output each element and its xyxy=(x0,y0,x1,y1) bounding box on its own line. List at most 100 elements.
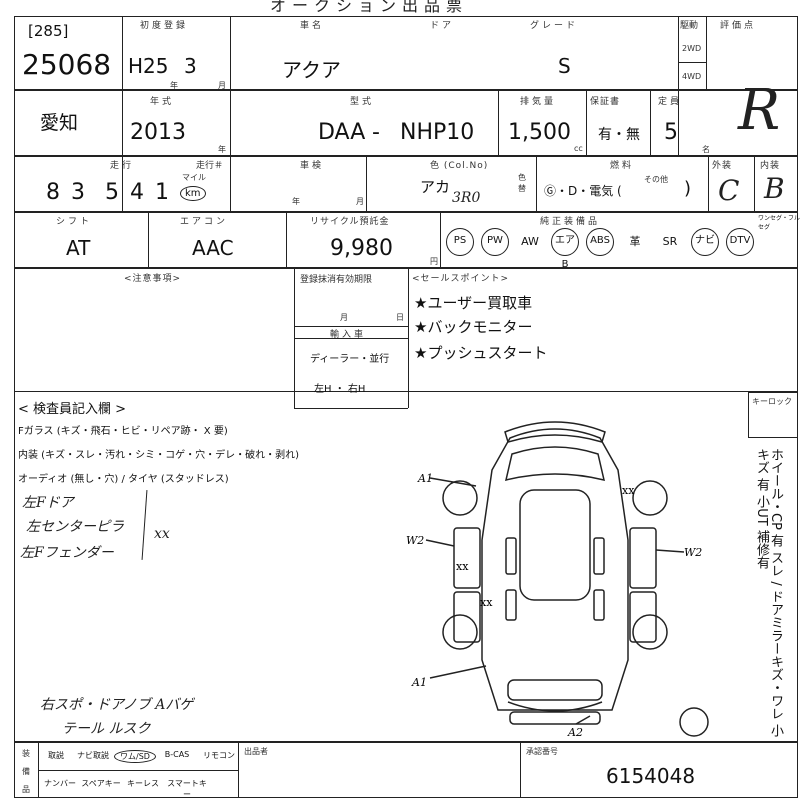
aircon-value: AAC xyxy=(192,236,234,260)
hand-xx: xx xyxy=(154,526,170,542)
mileage-value: 8 3 5 4 1 xyxy=(46,180,171,205)
capacity-unit: 名 xyxy=(702,145,710,154)
car-name: アクア xyxy=(282,58,341,82)
car-name-header: 車名 xyxy=(300,21,325,31)
car-front-bumper xyxy=(504,421,606,443)
equip-pw: PW xyxy=(481,228,509,256)
shift-value: AT xyxy=(66,236,91,260)
displacement-value: 1,500 xyxy=(508,120,571,145)
approval-number: 6154048 xyxy=(606,764,696,788)
exterior-header: 外装 xyxy=(712,161,733,171)
imported-option: ディーラー・並行 xyxy=(310,354,390,365)
mark-w2-left: W2 xyxy=(406,534,424,547)
inspector-header: < 検査員記入欄 > xyxy=(18,402,127,417)
mileage-header: 走行 xyxy=(110,161,135,171)
model-prefix: DAA xyxy=(318,120,366,145)
wheel-front-right xyxy=(632,480,668,516)
row-5 xyxy=(14,268,798,392)
imported-steering: 左H ・ 右H xyxy=(314,384,366,395)
shift-header: シフト xyxy=(56,217,93,227)
footer-item2-3: スマートキー xyxy=(167,779,207,799)
approval-label: 承認番号 xyxy=(526,747,558,756)
mark-xx-2: xx xyxy=(456,560,469,573)
hand-note-2: 左センターピラ xyxy=(26,519,124,535)
footer-item2-0: ナンバー xyxy=(44,779,76,788)
exterior-value: C xyxy=(718,174,740,207)
reg-expiry-header: 登録抹消有効期限 xyxy=(300,275,373,285)
displacement-unit: cc xyxy=(574,144,583,153)
wheel-rear-right xyxy=(632,614,668,650)
notes-header: <注意事項> xyxy=(124,274,182,284)
inspector-line-interior: 内装 (キズ・スレ・汚れ・シミ・コゲ・穴・デレ・破れ・剥れ) xyxy=(18,450,299,461)
region: 愛知 xyxy=(40,112,79,134)
capacity-header: 定員 xyxy=(658,97,683,107)
row-1 xyxy=(14,16,798,90)
model-header: 型式 xyxy=(350,97,375,107)
drive-header: 駆動 xyxy=(680,21,699,31)
spare-tire xyxy=(679,707,709,737)
lot-number: 25068 xyxy=(22,48,112,81)
door-header: ドア xyxy=(430,21,455,31)
row-4 xyxy=(14,212,798,268)
footer-item-1: ナビ取説 xyxy=(77,751,109,760)
color-name: アカ xyxy=(420,178,451,196)
lot-bracket: [285] xyxy=(28,22,69,40)
drive-2wd: 2WD xyxy=(682,44,702,53)
key-lock-header: キーロック xyxy=(752,397,792,406)
hand-bottom-2: テール ルスク xyxy=(62,721,151,737)
hand-note-1: 左Fドア xyxy=(22,495,74,511)
first-reg-month-unit: 月 xyxy=(218,81,226,90)
row-3 xyxy=(14,156,798,212)
fuel-options: Ⓖ・D・電気 ( xyxy=(544,184,622,198)
car-diagram: A1 W2 W2 A1 A2 xx xx xx xyxy=(406,421,709,739)
year-unit: 年 xyxy=(218,145,226,154)
equip-ps: PS xyxy=(446,228,474,256)
mileage-unit-km: km xyxy=(180,186,206,201)
equip-aw: AW xyxy=(521,235,539,248)
warranty-value: 有・無 xyxy=(598,127,640,143)
sales-points-header: <セールスポイント> xyxy=(412,274,510,284)
drive-4wd: 4WD xyxy=(682,72,702,81)
first-reg-era: H25 xyxy=(128,54,169,78)
equip-dtv: DTV xyxy=(726,228,754,256)
footer-item-3: B-CAS xyxy=(164,750,190,759)
model-dash: - xyxy=(372,120,380,145)
mark-a1-top: A1 xyxy=(417,472,433,485)
color-code: 3R0 xyxy=(452,190,481,206)
seller-label: 出品者 xyxy=(244,747,268,756)
fuel-close: ) xyxy=(684,178,692,199)
footer-label-1: 装 xyxy=(22,749,30,758)
car-roof xyxy=(519,489,591,601)
sales-point-2: ★バックモニター xyxy=(414,318,533,336)
footer-item2-1: スペアキー xyxy=(81,779,121,788)
footer-item-2: ワム/SD xyxy=(114,750,156,763)
warranty-header: 保証書 xyxy=(590,97,621,107)
fuel-other: その他 xyxy=(644,175,668,184)
mark-a2: A2 xyxy=(567,726,583,739)
footer-item-0: 取説 xyxy=(48,751,64,760)
row-2 xyxy=(14,90,798,156)
inspection-header: 車検 xyxy=(300,161,325,171)
recycle-unit: 円 xyxy=(430,257,438,266)
footer-label-3: 品 xyxy=(22,785,30,794)
equip-abs: ABS xyxy=(586,228,614,256)
equip-ナビ: ナビ xyxy=(691,228,719,256)
color-header: 色 (Col.No) xyxy=(430,161,489,171)
key-lock-box xyxy=(748,392,798,438)
mileage-unit-mile: マイル xyxy=(182,173,206,182)
sheet-title: オークション出品票 xyxy=(270,0,469,15)
inspector-area xyxy=(14,392,798,742)
wheel-rear-left xyxy=(442,614,478,650)
car-body xyxy=(481,428,629,711)
equip-革: 革 xyxy=(629,235,641,248)
aircon-header: エアコン xyxy=(180,217,229,227)
year-header: 年式 xyxy=(150,97,175,107)
fuel-header: 燃料 xyxy=(610,161,635,171)
displacement-header: 排気量 xyxy=(520,97,557,107)
score-header: 評価点 xyxy=(720,21,757,31)
first-reg-year-unit: 年 xyxy=(170,81,178,90)
hand-bottom-1: 右スポ・ドアノブ Aバゲ xyxy=(40,697,194,713)
year-value: 2013 xyxy=(130,120,186,145)
footer-item2-2: キーレス xyxy=(127,779,159,788)
score-value: R xyxy=(738,78,781,143)
